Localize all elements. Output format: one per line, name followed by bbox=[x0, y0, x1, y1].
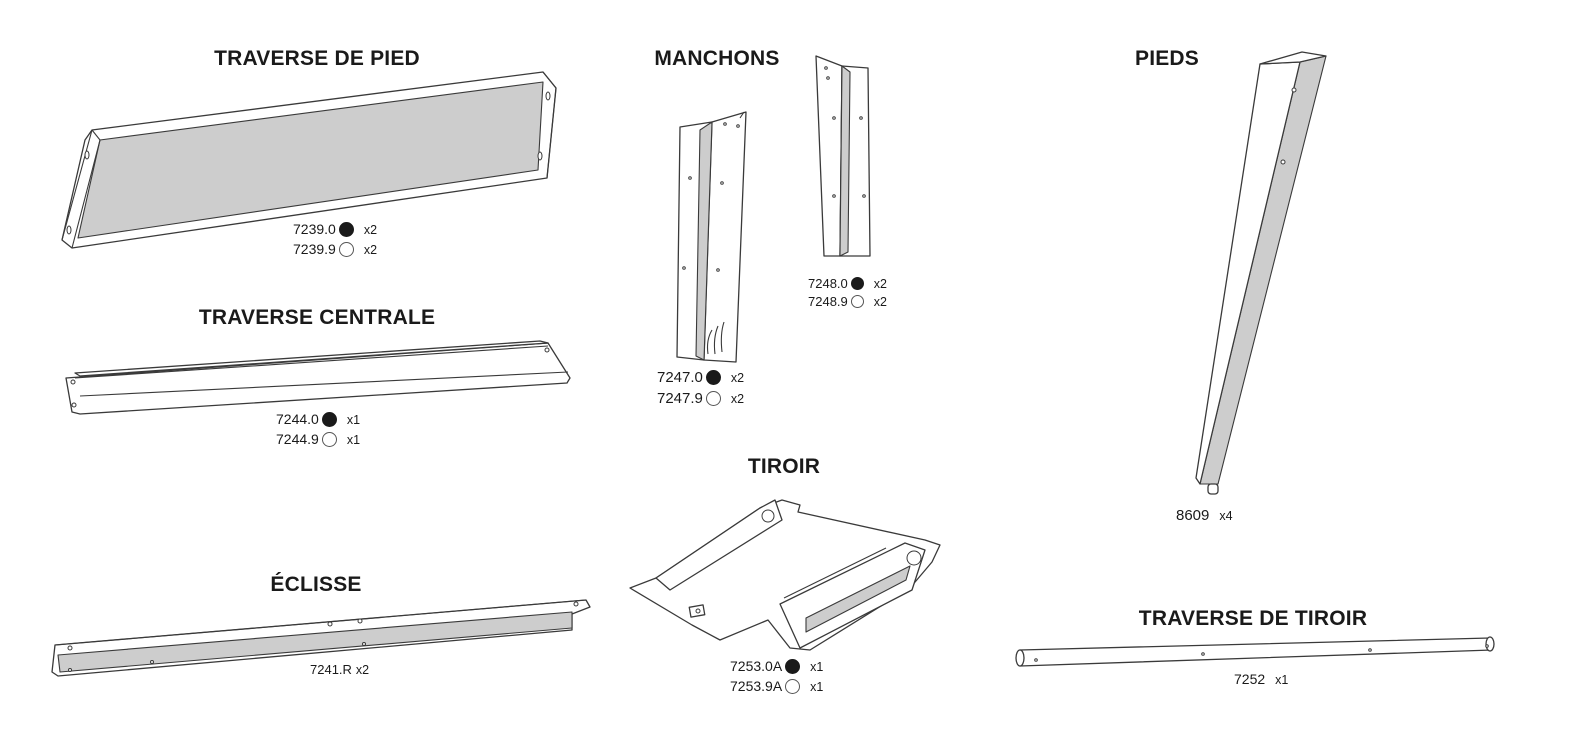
white-finish-dot bbox=[850, 295, 864, 308]
white-finish-dot bbox=[321, 432, 337, 447]
tiroir-illustration bbox=[629, 499, 941, 651]
ref-7247-9: 7247.9 x2 bbox=[657, 389, 744, 409]
part-code: 7244.0 bbox=[276, 411, 319, 427]
ref-7244-0: 7244.0 x1 bbox=[276, 410, 360, 430]
ref-7239-9: 7239.9 x2 bbox=[293, 240, 377, 260]
part-code: 7241.R bbox=[310, 662, 352, 677]
white-finish-dot bbox=[785, 679, 801, 694]
black-finish-dot bbox=[321, 412, 337, 427]
part-code: 7248.0 bbox=[808, 276, 848, 291]
quantity: x2 bbox=[363, 223, 378, 237]
white-finish-dot bbox=[705, 391, 721, 406]
ref-7248-0: 7248.0 x2 bbox=[808, 274, 887, 294]
traverse-centrale-title: TRAVERSE CENTRALE bbox=[198, 306, 436, 329]
quantity: x1 bbox=[346, 433, 361, 447]
white-finish-dot bbox=[338, 242, 354, 257]
traverse-de-pied-illustration bbox=[61, 71, 557, 249]
ref-7248-9: 7248.9 x2 bbox=[808, 292, 887, 312]
quantity: x2 bbox=[730, 392, 745, 406]
part-code: 7248.9 bbox=[808, 294, 848, 309]
quantity: x2 bbox=[363, 243, 378, 257]
black-finish-dot bbox=[785, 659, 801, 674]
quantity: x2 bbox=[355, 663, 370, 677]
black-finish-dot bbox=[338, 222, 354, 237]
ref-7247-0: 7247.0 x2 bbox=[657, 368, 744, 388]
traverse-de-pied-title: TRAVERSE DE PIED bbox=[214, 47, 420, 70]
ref-7252: 7252 x1 bbox=[1234, 670, 1288, 690]
ref-7253-9a: 7253.9A x1 bbox=[730, 677, 823, 697]
black-finish-dot bbox=[850, 277, 864, 290]
ref-7239-0: 7239.0 x2 bbox=[293, 220, 377, 240]
eclisse-illustration bbox=[51, 599, 591, 677]
pieds-illustration bbox=[1195, 51, 1327, 495]
ref-7244-9: 7244.9 x1 bbox=[276, 430, 360, 450]
manchon-7247-illustration bbox=[676, 111, 747, 363]
part-code: 7239.9 bbox=[293, 241, 336, 257]
quantity: x1 bbox=[346, 413, 361, 427]
quantity: x1 bbox=[810, 680, 824, 694]
quantity: x2 bbox=[873, 277, 887, 291]
traverse-de-tiroir-title: TRAVERSE DE TIROIR bbox=[1138, 607, 1368, 630]
part-code: 7253.0A bbox=[730, 658, 783, 674]
quantity: x2 bbox=[730, 371, 745, 385]
part-code: 7252 bbox=[1234, 671, 1266, 687]
ref-7253-0a: 7253.0A x1 bbox=[730, 657, 823, 677]
part-code: 7239.0 bbox=[293, 221, 336, 237]
ref-8609: 8609 x4 bbox=[1176, 506, 1233, 526]
black-finish-dot bbox=[705, 370, 721, 385]
part-code: 7247.0 bbox=[657, 369, 703, 386]
quantity: x1 bbox=[810, 660, 824, 674]
part-code: 7247.9 bbox=[657, 390, 703, 407]
part-code: 7244.9 bbox=[276, 431, 319, 447]
quantity: x4 bbox=[1219, 509, 1233, 523]
manchons-title: MANCHONS bbox=[654, 47, 780, 70]
tiroir-title: TIROIR bbox=[747, 455, 821, 478]
traverse-de-tiroir-illustration bbox=[1015, 636, 1495, 667]
part-code: 7253.9A bbox=[730, 678, 783, 694]
quantity: x1 bbox=[1275, 673, 1289, 687]
part-code: 8609 bbox=[1176, 507, 1210, 524]
traverse-centrale-illustration bbox=[65, 340, 571, 415]
manchon-7248-illustration bbox=[815, 55, 871, 257]
pieds-title: PIEDS bbox=[1134, 47, 1200, 70]
eclisse-title: ÉCLISSE bbox=[270, 573, 362, 596]
quantity: x2 bbox=[873, 295, 887, 309]
